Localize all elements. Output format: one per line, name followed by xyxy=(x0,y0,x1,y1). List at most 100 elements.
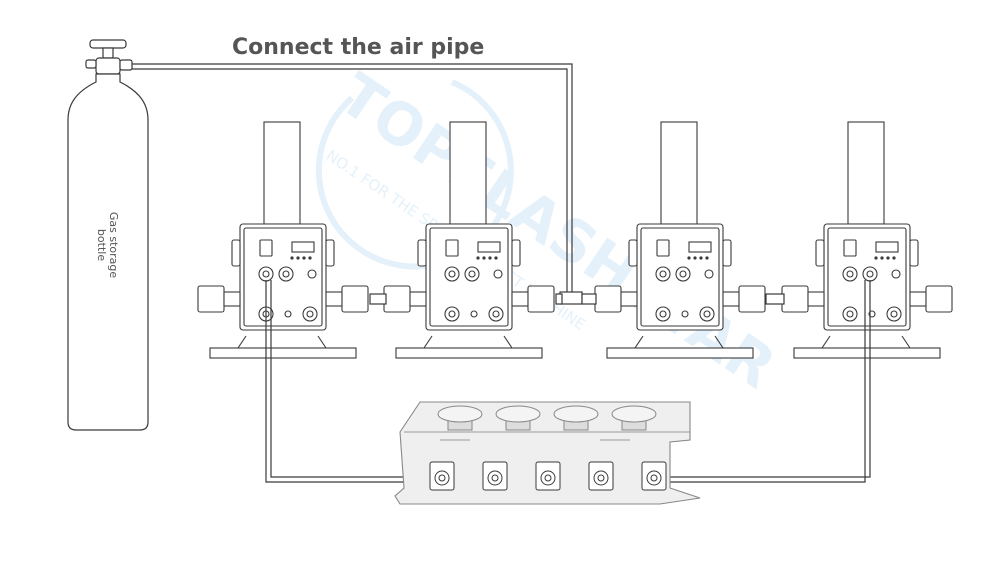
power-in-port xyxy=(842,306,858,322)
machine-panel xyxy=(827,227,907,327)
controller-button-2 xyxy=(495,405,541,431)
valve-fitting-right xyxy=(722,291,740,307)
power-out-port xyxy=(699,306,715,322)
nozzle-chimney xyxy=(449,121,487,225)
machine-panel xyxy=(243,227,323,327)
fog-machine-1 xyxy=(197,121,369,359)
xlr-in-port xyxy=(842,266,858,282)
base-legs xyxy=(237,335,327,349)
fuse-holder xyxy=(307,269,317,279)
menu-button xyxy=(296,256,300,260)
controller-button-4 xyxy=(611,405,657,431)
indicator-light xyxy=(470,310,478,318)
bottle-label: Gas storage bottle xyxy=(95,212,120,279)
gas-valve-right xyxy=(738,285,766,313)
xlr-out-port xyxy=(278,266,294,282)
side-handle-left xyxy=(628,239,638,267)
menu-button xyxy=(482,256,486,260)
fog-machine-4 xyxy=(781,121,953,359)
fuse-holder xyxy=(891,269,901,279)
controller-port-4 xyxy=(588,461,614,491)
menu-button xyxy=(308,256,312,260)
menu-button xyxy=(494,256,498,260)
controller-box xyxy=(394,401,701,505)
valve-fitting-left xyxy=(223,291,241,307)
controller-port-2 xyxy=(482,461,508,491)
fog-machine-3 xyxy=(594,121,766,359)
controller-button-1 xyxy=(437,405,483,431)
nozzle-chimney xyxy=(847,121,885,225)
xlr-out-port xyxy=(464,266,480,282)
xlr-out-port xyxy=(675,266,691,282)
fog-machine-2 xyxy=(383,121,555,359)
power-out-port xyxy=(488,306,504,322)
signal-cables xyxy=(265,280,871,483)
valve-fitting-left xyxy=(620,291,638,307)
base-legs xyxy=(821,335,911,349)
controller-port-1 xyxy=(429,461,455,491)
menu-button xyxy=(476,256,480,260)
menu-button xyxy=(302,256,306,260)
valve-fitting-right xyxy=(325,291,343,307)
base-plate xyxy=(209,347,357,359)
chain-hoses xyxy=(369,293,785,305)
controller-button-3 xyxy=(553,405,599,431)
gas-valve-left xyxy=(197,285,225,313)
side-handle-left xyxy=(231,239,241,267)
digital-display xyxy=(688,241,712,253)
menu-button xyxy=(880,256,884,260)
power-switch xyxy=(843,239,857,257)
side-handle-right xyxy=(722,239,732,267)
menu-button xyxy=(705,256,709,260)
power-out-port xyxy=(886,306,902,322)
bottle-label-line1: Gas storage xyxy=(107,212,120,279)
power-in-port xyxy=(444,306,460,322)
gas-valve-left xyxy=(594,285,622,313)
menu-button xyxy=(699,256,703,260)
digital-display xyxy=(477,241,501,253)
side-handle-left xyxy=(417,239,427,267)
power-switch xyxy=(445,239,459,257)
power-out-port xyxy=(302,306,318,322)
valve-fitting-right xyxy=(511,291,529,307)
xlr-in-port xyxy=(655,266,671,282)
digital-display xyxy=(291,241,315,253)
power-switch xyxy=(259,239,273,257)
side-handle-right xyxy=(511,239,521,267)
machine-panel xyxy=(640,227,720,327)
gas-valve-left xyxy=(383,285,411,313)
menu-button xyxy=(874,256,878,260)
valve-fitting-right xyxy=(909,291,927,307)
base-plate xyxy=(606,347,754,359)
gas-valve-left xyxy=(781,285,809,313)
diagram-title: Connect the air pipe xyxy=(232,35,484,60)
xlr-in-port xyxy=(258,266,274,282)
indicator-light xyxy=(681,310,689,318)
valve-fitting-left xyxy=(807,291,825,307)
controller-port-5 xyxy=(641,461,667,491)
gas-valve-right xyxy=(925,285,953,313)
nozzle-chimney xyxy=(660,121,698,225)
menu-button xyxy=(488,256,492,260)
gas-valve-right xyxy=(527,285,555,313)
power-in-port xyxy=(655,306,671,322)
gas-storage-bottle xyxy=(67,39,149,431)
fuse-holder xyxy=(493,269,503,279)
base-plate xyxy=(793,347,941,359)
controller-port-3 xyxy=(535,461,561,491)
xlr-in-port xyxy=(444,266,460,282)
power-switch xyxy=(656,239,670,257)
machine-panel xyxy=(429,227,509,327)
menu-button xyxy=(892,256,896,260)
side-handle-left xyxy=(815,239,825,267)
valve-fitting-left xyxy=(409,291,427,307)
base-legs xyxy=(423,335,513,349)
menu-button xyxy=(687,256,691,260)
gas-valve-right xyxy=(341,285,369,313)
xlr-out-port xyxy=(862,266,878,282)
side-handle-right xyxy=(909,239,919,267)
menu-button xyxy=(886,256,890,260)
fuse-holder xyxy=(704,269,714,279)
menu-button xyxy=(693,256,697,260)
